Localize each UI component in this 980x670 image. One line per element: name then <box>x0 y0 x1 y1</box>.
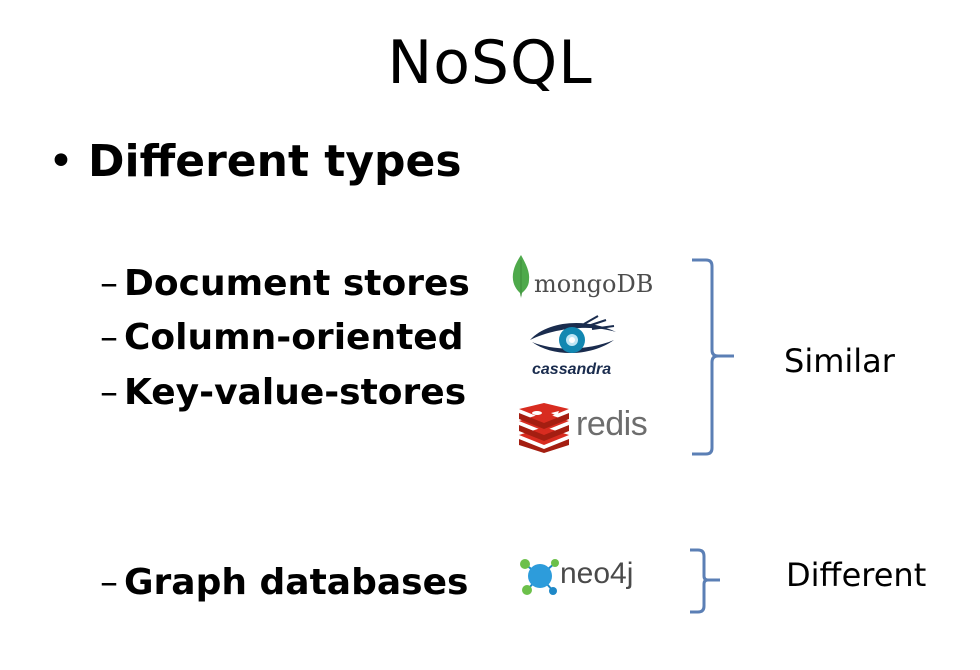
redis-cube-icon <box>519 403 569 453</box>
mongodb-wordmark: mongoDB <box>534 270 654 298</box>
item-label: Graph databases <box>124 562 469 603</box>
item-label: Column-oriented <box>124 317 464 358</box>
similar-brace <box>692 258 734 456</box>
redis-wordmark: redis <box>576 405 648 443</box>
neo4j-wordmark: neo4j <box>560 557 634 590</box>
cassandra-eye-icon <box>530 315 616 354</box>
list-item-key-value-stores: –Key-value-stores <box>100 372 466 413</box>
slide-title: NoSQL <box>387 28 593 98</box>
main-bullet: • Different types <box>48 136 462 187</box>
cassandra-wordmark: cassandra <box>532 361 612 378</box>
mongodb-leaf-icon <box>512 255 530 298</box>
item-label: Key-value-stores <box>124 372 467 413</box>
item-dash: – <box>100 317 118 358</box>
item-dash: – <box>100 372 118 413</box>
list-item-column-oriented: –Column-oriented <box>100 317 463 358</box>
different-label: Different <box>786 556 927 594</box>
item-dash: – <box>100 263 118 304</box>
list-item-document-stores: –Document stores <box>100 263 470 304</box>
bullet-marker: • <box>48 136 74 187</box>
list-item-graph-databases: –Graph databases <box>100 562 468 603</box>
item-dash: – <box>100 562 118 603</box>
item-label: Document stores <box>124 263 470 304</box>
bullet-text: Different types <box>88 136 462 187</box>
different-brace <box>690 548 720 614</box>
similar-label: Similar <box>784 342 895 380</box>
neo4j-graph-icon <box>520 559 559 595</box>
